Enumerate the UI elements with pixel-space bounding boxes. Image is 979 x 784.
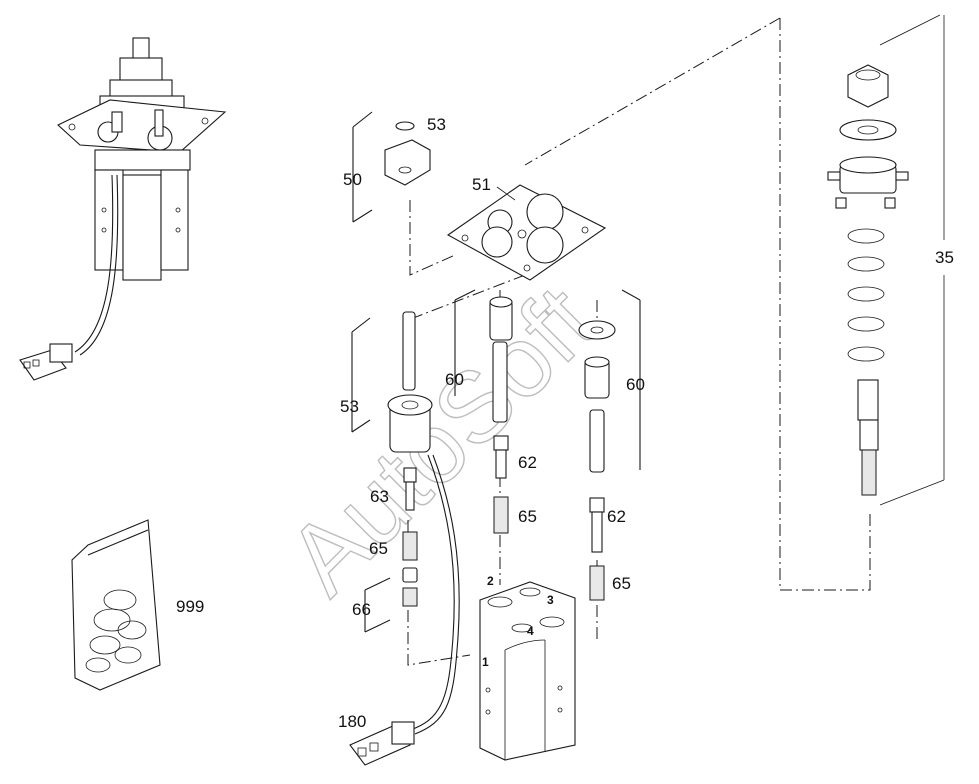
left-column-parts [351, 311, 460, 735]
callout-53-top: 53 [427, 115, 446, 134]
assembly-guide-lines [407, 17, 871, 666]
callout-62-middle: 62 [518, 453, 537, 472]
middle-column-parts [454, 289, 513, 534]
port-2: 2 [487, 574, 494, 588]
callout-180: 180 [338, 712, 366, 731]
seal-kit-bag [71, 519, 161, 691]
port-1: 1 [482, 655, 489, 669]
valve-housing [479, 581, 576, 761]
watermark: AutoSoft [266, 265, 617, 616]
callout-60-middle: 60 [445, 370, 464, 389]
port-3: 3 [547, 593, 554, 607]
callout-50: 50 [343, 170, 362, 189]
assembled-unit [19, 37, 227, 381]
callout-62-right: 62 [607, 507, 626, 526]
port-numbers: 1 2 3 4 [482, 574, 554, 669]
connector-180 [349, 721, 415, 766]
port-4: 4 [527, 624, 534, 638]
callout-51-leader [496, 186, 516, 201]
callout-65-middle: 65 [518, 507, 537, 526]
callout-labels: 35 50 53 51 53 60 60 62 62 63 65 65 65 6… [176, 14, 954, 731]
callout-66: 66 [352, 600, 371, 619]
part-50-group [352, 111, 431, 223]
stem-assembly [827, 64, 909, 496]
callout-65-left: 65 [369, 539, 388, 558]
callout-60-right: 60 [626, 375, 645, 394]
plate-51 [446, 184, 607, 281]
callout-35-leader-top [879, 14, 941, 46]
callout-35: 35 [935, 248, 954, 267]
right-column-parts [578, 289, 641, 601]
callout-65-right: 65 [612, 574, 631, 593]
callout-51: 51 [472, 175, 491, 194]
callout-53-left: 53 [340, 397, 359, 416]
callout-63: 63 [370, 487, 389, 506]
callout-35-leader-bottom [879, 479, 945, 506]
callout-999: 999 [176, 597, 204, 616]
